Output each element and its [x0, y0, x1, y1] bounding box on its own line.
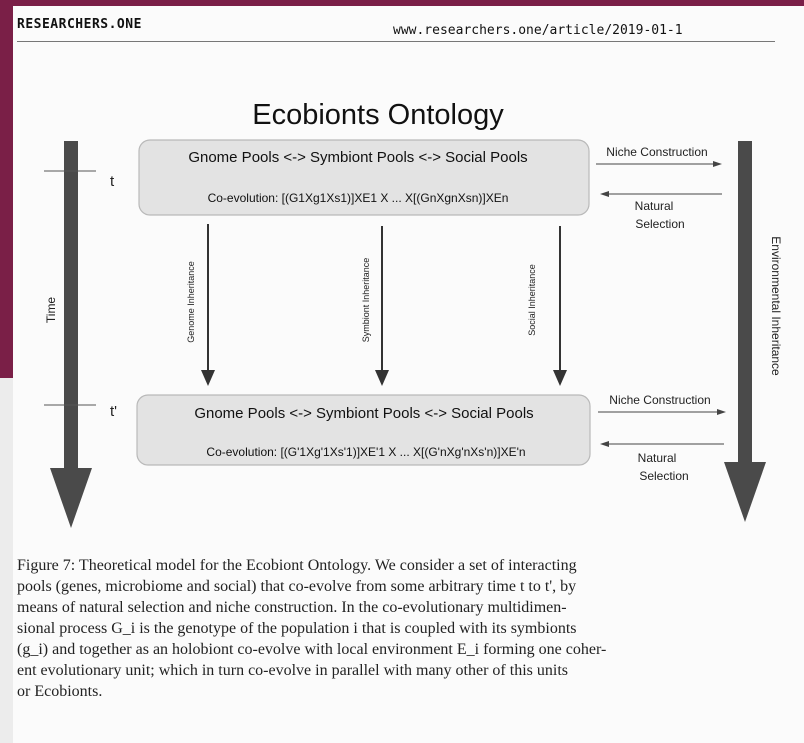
t-label: t: [110, 173, 115, 190]
article-url: www.researchers.one/article/2019-01-1: [393, 23, 683, 38]
time-label: Time: [44, 297, 58, 324]
top-selection-label-1: Natural: [635, 199, 674, 213]
time-arrow-head: [50, 468, 92, 528]
caption-line: ent evolutionary unit; which in turn co-…: [17, 662, 568, 679]
top-selection-label-2: Selection: [635, 217, 684, 231]
bottom-selection-label-2: Selection: [639, 469, 688, 483]
window-top-strip: [0, 0, 804, 6]
top-niche-arrowhead: [713, 161, 722, 167]
figure-caption: Figure 7: Theoretical model for the Ecob…: [17, 555, 777, 702]
social-inheritance-label: Social Inheritance: [527, 264, 537, 336]
diagram-title: Ecobionts Ontology: [252, 99, 504, 131]
t-prime-label: t': [110, 403, 117, 420]
caption-line: pools (genes, microbiome and social) tha…: [17, 578, 577, 595]
window-side-strip: [0, 0, 14, 378]
caption-line: sional process G_i is the genotype of th…: [17, 620, 577, 637]
top-coevolution-line: Co-evolution: [(G1Xg1Xs1)]XE1 X ... X[(G…: [208, 191, 509, 205]
top-niche-label: Niche Construction: [606, 145, 707, 159]
env-arrow-shaft: [738, 141, 752, 472]
bottom-selection-label-1: Natural: [638, 451, 677, 465]
symbiont-inheritance-label: Symbiont Inheritance: [361, 258, 371, 343]
caption-line: Figure 7: Theoretical model for the Ecob…: [17, 557, 577, 574]
bottom-niche-label: Niche Construction: [609, 393, 710, 407]
bottom-pools-box: [136, 394, 591, 466]
top-pools-box: [138, 139, 590, 216]
caption-line: means of natural selection and niche con…: [17, 599, 567, 616]
caption-line: (g_i) and together as an holobiont co-ev…: [17, 641, 607, 658]
time-arrow-shaft: [64, 141, 78, 472]
genome-inheritance-label: Genome Inheritance: [186, 261, 196, 343]
header-rule: [17, 41, 775, 42]
top-selection-arrowhead: [600, 191, 609, 197]
journal-brand: RESEARCHERS.ONE: [17, 17, 142, 32]
bottom-niche-arrowhead: [717, 409, 726, 415]
genome-arrowhead: [201, 370, 215, 386]
caption-line: or Ecobionts.: [17, 683, 103, 700]
env-arrow-head: [724, 462, 766, 522]
bottom-selection-arrowhead: [600, 441, 609, 447]
paper-page: [13, 6, 804, 743]
ecobionts-diagram: Ecobionts Ontology Time Environmental In…: [44, 99, 783, 528]
bottom-coevolution-line: Co-evolution: [(G'1Xg'1Xs'1)]XE'1 X ... …: [206, 445, 525, 459]
bottom-pools-line: Gnome Pools <-> Symbiont Pools <-> Socia…: [194, 405, 533, 422]
top-pools-line: Gnome Pools <-> Symbiont Pools <-> Socia…: [188, 149, 527, 166]
social-arrowhead: [553, 370, 567, 386]
env-inheritance-label: Environmental Inheritance: [769, 236, 783, 376]
symbiont-arrowhead: [375, 370, 389, 386]
